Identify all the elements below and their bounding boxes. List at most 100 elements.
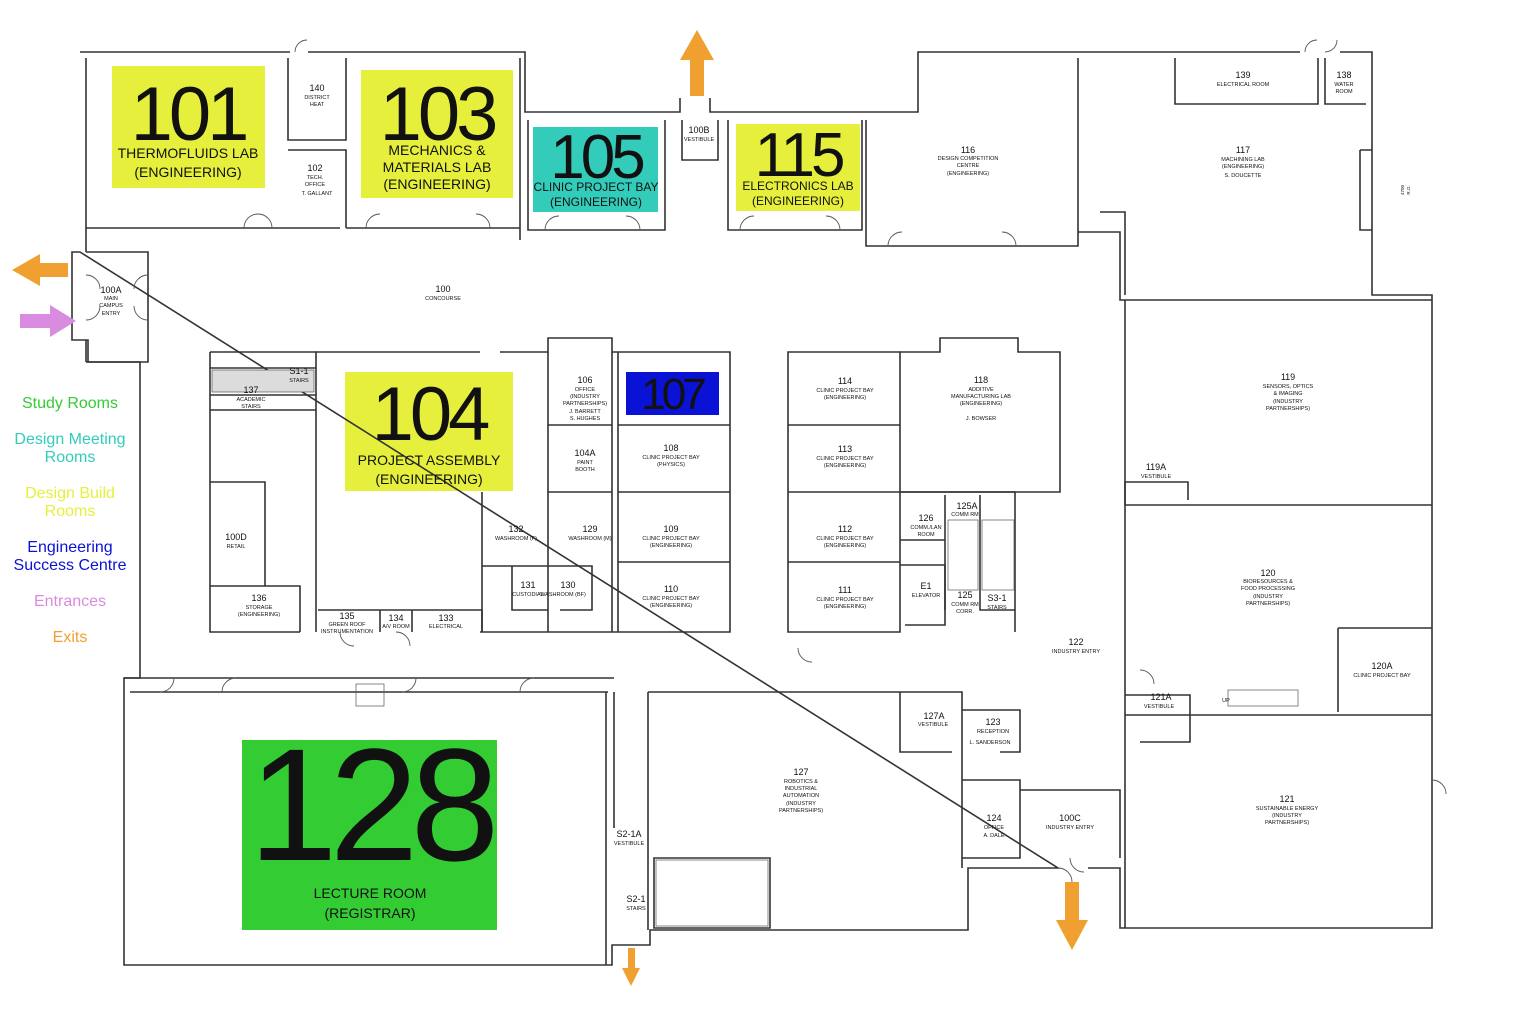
room-136-number: 136 [251,593,266,603]
room-106-line1: OFFICE [575,387,595,393]
room-101-fill [112,66,265,188]
room-125-number: 125 [957,590,972,600]
stairs-128 [355,683,385,707]
stairs-s21 [655,859,769,927]
room-112-number: 112 [838,524,852,534]
room-111-line2: (ENGINEERING) [824,604,866,610]
room-120-line4: PARTNERSHIPS) [1246,601,1290,607]
room-100a-label: 100A MAIN CAMPUS ENTRY [99,285,123,317]
room-115-name: ELECTRONICS LAB [742,179,853,193]
room-103-name-2: MATERIALS LAB [383,159,492,175]
room-123-line1: RECEPTION [977,729,1009,735]
room-127a-line1: VESTIBULE [918,722,949,728]
room-104-name: PROJECT ASSEMBLY [358,452,501,468]
room-119-line3: (INDUSTRY [1273,399,1303,405]
room-117-line2: (ENGINEERING) [1222,164,1264,170]
room-116-label: 116 DESIGN COMPETITION CENTRE (ENGINEERI… [938,145,999,177]
room-e1-line1: ELEVATOR [912,593,940,599]
room-s2-1a-line1: VESTIBULE [614,841,645,847]
room-129-line1: WASHROOM (M) [568,536,611,542]
room-135-line2: INSTRUMENTATION [321,629,373,635]
room-100c-line1: INDUSTRY ENTRY [1046,825,1094,831]
room-133-number: 133 [438,613,453,623]
room-110-number: 110 [664,584,678,594]
room-112-label: 112 CLINIC PROJECT BAY (ENGINEERING) [816,524,874,549]
room-100d-number: 100D [225,532,247,542]
room-119-line1: SENSORS, OPTICS [1263,384,1314,390]
room-121-line2: (INDUSTRY [1272,813,1302,819]
room-109-line2: (ENGINEERING) [650,543,692,549]
room-123-line2: L. SANDERSON [970,740,1011,746]
room-136-label: 136 STORAGE (ENGINEERING) [238,593,280,618]
room-107-number: 107 [641,370,705,419]
room-128-number: 128 [249,715,494,894]
legend-study-rooms: Study Rooms [21,395,119,412]
room-111-line1: CLINIC PROJECT BAY [816,597,874,603]
room-105-dept: (ENGINEERING) [550,195,642,209]
room-121a-number: 121A [1150,692,1171,702]
room-100d-label: 100D RETAIL [225,532,247,550]
legend-design-build-rooms: Design Build Rooms [25,485,115,520]
room-100d-line1: RETAIL [227,544,246,550]
legend-entrances: Entrances [33,593,107,610]
room-100a-number: 100A [100,285,121,295]
room-100-number: 100 [435,284,450,294]
room-121-line1: SUSTAINABLE ENERGY [1256,806,1319,812]
room-125a-number: 125A [956,501,977,511]
room-135-number: 135 [339,611,354,621]
stairs-up-120 [1227,689,1299,707]
room-109-label: 109 CLINIC PROJECT BAY (ENGINEERING) [642,524,700,549]
legend-design-meeting-rooms: Design Meeting Rooms [14,431,126,466]
room-120a-number: 120A [1371,661,1392,671]
room-137-line1: ACADEMIC [236,397,265,403]
room-125-label: 125 COMM RM CORR. [951,590,979,615]
room-e1-number: E1 [920,581,931,591]
room-106-line5: S. HUGHES [570,416,601,422]
entrance-arrow-west [20,305,76,337]
room-s2-1-label: S2-1 STAIRS [626,894,646,912]
room-103-dept: (ENGINEERING) [383,176,490,192]
highlight-labels: 101 THERMOFLUIDS LAB (ENGINEERING) 103 M… [118,72,854,921]
room-132-label: 132 WASHROOM (F) [495,524,537,542]
room-128-dept: (REGISTRAR) [325,905,416,921]
room-117-number: 117 [1236,145,1250,155]
room-136-line2: (ENGINEERING) [238,612,280,618]
room-121-number: 121 [1279,794,1294,804]
room-116-line3: (ENGINEERING) [947,171,989,177]
arrows [12,30,1088,986]
room-118-line1: ADDITIVE [968,387,994,393]
room-116-number: 116 [961,145,975,155]
room-121a-label: 121A VESTIBULE [1144,692,1175,710]
room-labels: 140 DISTRICT HEAT 102 TECH. OFFICE T. GA… [99,70,1411,912]
room-127-line5: PARTNERSHIPS) [779,808,823,814]
room-103-name-1: MECHANICS & [388,142,486,158]
room-118-line3: (ENGINEERING) [960,401,1002,407]
room-120a-line1: CLINIC PROJECT BAY [1353,673,1411,679]
room-127-line4: (INDUSTRY [786,801,816,807]
room-131-label: 131 CUSTODIAL [512,580,543,598]
room-130-number: 130 [560,580,575,590]
room-e1-label: E1 ELEVATOR [912,581,940,599]
room-118-line2: MANUFACTURING LAB [951,394,1011,400]
room-135-label: 135 GREEN ROOF INSTRUMENTATION [321,611,373,635]
room-s1-1-line1: STAIRS [289,378,309,384]
room-137-line2: STAIRS [241,404,261,410]
room-131-number: 131 [520,580,535,590]
room-126-number: 126 [918,513,933,523]
room-113-line2: (ENGINEERING) [824,463,866,469]
stairs [211,369,1299,927]
room-100b-line1: VESTIBULE [684,137,715,143]
room-100b-number: 100B [688,125,709,135]
room-127a-label: 127A VESTIBULE [918,711,949,728]
door-swings [85,39,1447,883]
room-102-label: 102 TECH. OFFICE T. GALLANT [302,163,334,197]
room-100c-number: 100C [1059,813,1081,823]
room-108-label: 108 CLINIC PROJECT BAY (PHYSICS) [642,443,700,468]
room-130-line1: WASHROOM (BF) [540,592,586,598]
room-106-line4: J. BARRETT [569,409,601,415]
room-100-label: 100 CONCOURSE [425,284,461,302]
room-101-number: 101 [131,72,247,157]
room-119-label: 119 SENSORS, OPTICS & IMAGING (INDUSTRY … [1263,372,1314,412]
room-105-number: 105 [550,123,643,192]
room-120-number: 120 [1260,568,1275,578]
